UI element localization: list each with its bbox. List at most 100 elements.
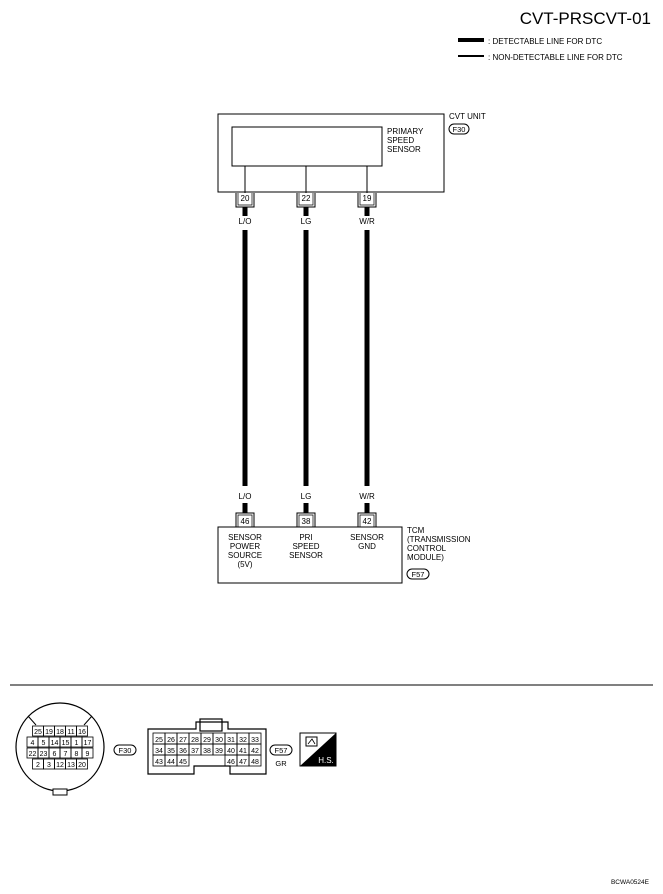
wire-color-top-2: LG [301, 217, 312, 226]
hs-label: H.S. [318, 756, 334, 765]
f30-cavity-number: 25 [34, 729, 42, 736]
f30-cavity-number: 16 [78, 729, 86, 736]
legend-detectable-label: : DETECTABLE LINE FOR DTC [488, 37, 602, 46]
bottom-pin-38-number: 38 [302, 517, 311, 526]
f30-cavity-cell [76, 725, 88, 737]
f30-cavity-number: 11 [67, 729, 74, 736]
f30-cavity-number: 19 [45, 729, 53, 736]
f30-cavity-number: 2 [36, 762, 40, 769]
sensor-label-line-1: PRIMARY [387, 127, 424, 136]
bottom-pin-42: 42 [357, 512, 377, 527]
f30-cavity-cell [76, 758, 88, 770]
f30-cavity-number: 20 [78, 762, 86, 769]
f57-cavity-number: 42 [251, 748, 259, 755]
f57-cavity-number: 34 [155, 748, 163, 755]
f57-tag [269, 744, 293, 756]
f57-color-label: GR [275, 759, 287, 768]
f30-cavity-number: 1 [75, 740, 79, 747]
cvt-unit-title: CVT UNIT [449, 112, 486, 121]
bottom-pin-46-number: 46 [241, 517, 250, 526]
wire-color-bottom-2: LG [301, 492, 312, 501]
wire-color-bottom-3: W/R [359, 492, 375, 501]
top-pin-20: 20 [235, 193, 255, 208]
f57-cavity-number: 43 [155, 759, 163, 766]
f30-cavity-number: 9 [86, 751, 90, 758]
f57-cavity-number: 44 [167, 759, 175, 766]
top-pin-20-number: 20 [241, 194, 250, 203]
top-pin-22: 22 [296, 193, 316, 208]
tcm-connector-tag [406, 568, 430, 580]
diagram-title: CVT-PRSCVT-01 [520, 9, 651, 28]
tcm-title-line-3: CONTROL [407, 544, 447, 553]
f57-cavity-number: 41 [239, 748, 247, 755]
f30-cavity-number: 7 [64, 751, 68, 758]
f30-cavity-number: 17 [84, 740, 92, 747]
wire-lo-bottom-stub [242, 503, 248, 513]
f30-cavity-number: 18 [56, 729, 64, 736]
f57-cavity-number: 25 [155, 737, 163, 744]
f30-cavity-cell [81, 736, 94, 748]
f57-cavity-number: 28 [191, 737, 199, 744]
tcm-pin-38-label-1: PRI [299, 533, 312, 542]
f30-cavity-number: 15 [62, 740, 70, 747]
f30-cavity-number: 8 [75, 751, 79, 758]
tcm-pin-42-label-2: GND [358, 542, 376, 551]
cvt-connector-tag [448, 123, 470, 135]
f57-cavity-number: 29 [203, 737, 211, 744]
f30-cavity-number: 4 [31, 740, 35, 747]
f57-cavity-number: 33 [251, 737, 259, 744]
tcm-pin-38-label-3: SENSOR [289, 551, 323, 560]
tcm-pin-46-label-4: (5V) [237, 560, 252, 569]
wire-lg-bottom-stub [303, 503, 309, 513]
f30-cavity-number: 22 [29, 751, 37, 758]
sensor-label-line-3: SENSOR [387, 145, 421, 154]
wire-wr-main [364, 230, 370, 486]
wire-wr-stub [364, 207, 370, 216]
tcm-pin-46-label-1: SENSOR [228, 533, 262, 542]
top-pin-19: 19 [357, 193, 377, 208]
wire-color-top-1: L/O [239, 217, 252, 226]
f57-cavity-number: 48 [251, 759, 259, 766]
f30-tag [113, 744, 137, 756]
f30-cavity-number: 23 [40, 751, 48, 758]
wire-lg-stub [303, 207, 309, 216]
tcm-connector-label: F57 [412, 570, 425, 579]
sensor-label-line-2: SPEED [387, 136, 414, 145]
f30-cavity-number: 6 [53, 751, 57, 758]
f57-cavity-number: 37 [191, 748, 199, 755]
f57-cavity-number: 39 [215, 748, 223, 755]
legend-nondetectable-swatch [458, 55, 484, 57]
wire-lo [242, 207, 248, 216]
f57-cavity-number: 27 [179, 737, 187, 744]
f57-cavity-number: 30 [215, 737, 223, 744]
bottom-pin-38: 38 [296, 512, 316, 527]
tcm-pin-42-label-1: SENSOR [350, 533, 384, 542]
harness-side-icon: H.S. [299, 732, 337, 767]
f30-cavity-number: 13 [67, 762, 75, 769]
f57-cavity-number: 46 [227, 759, 235, 766]
tcm-title-line-2: (TRANSMISSION [407, 535, 471, 544]
f30-cavity-cell [81, 747, 94, 759]
f30-cavity-number: 3 [47, 762, 51, 769]
legend-nondetectable-label: : NON-DETECTABLE LINE FOR DTC [488, 53, 623, 62]
f57-tag-label: F57 [275, 746, 288, 755]
f57-cavity-number: 26 [167, 737, 175, 744]
f30-cavity-number: 12 [56, 762, 64, 769]
f57-connector-outline [147, 718, 267, 775]
cvt-unit-box [217, 113, 445, 193]
top-pin-19-number: 19 [363, 194, 372, 203]
wire-color-bottom-1: L/O [239, 492, 252, 501]
bottom-pin-42-number: 42 [363, 517, 372, 526]
f57-cavity-number: 32 [239, 737, 247, 744]
bottom-pin-46: 46 [235, 512, 255, 527]
diagram-code: BCWA0524E [611, 879, 650, 886]
primary-speed-sensor-box [231, 126, 383, 167]
cvt-connector-label: F30 [453, 125, 466, 134]
wire-lo-main [242, 230, 248, 486]
wire-lg-main [303, 230, 309, 486]
f30-round-connector [15, 702, 105, 796]
f30-cavity-number: 14 [51, 740, 59, 747]
wire-color-top-3: W/R [359, 217, 375, 226]
